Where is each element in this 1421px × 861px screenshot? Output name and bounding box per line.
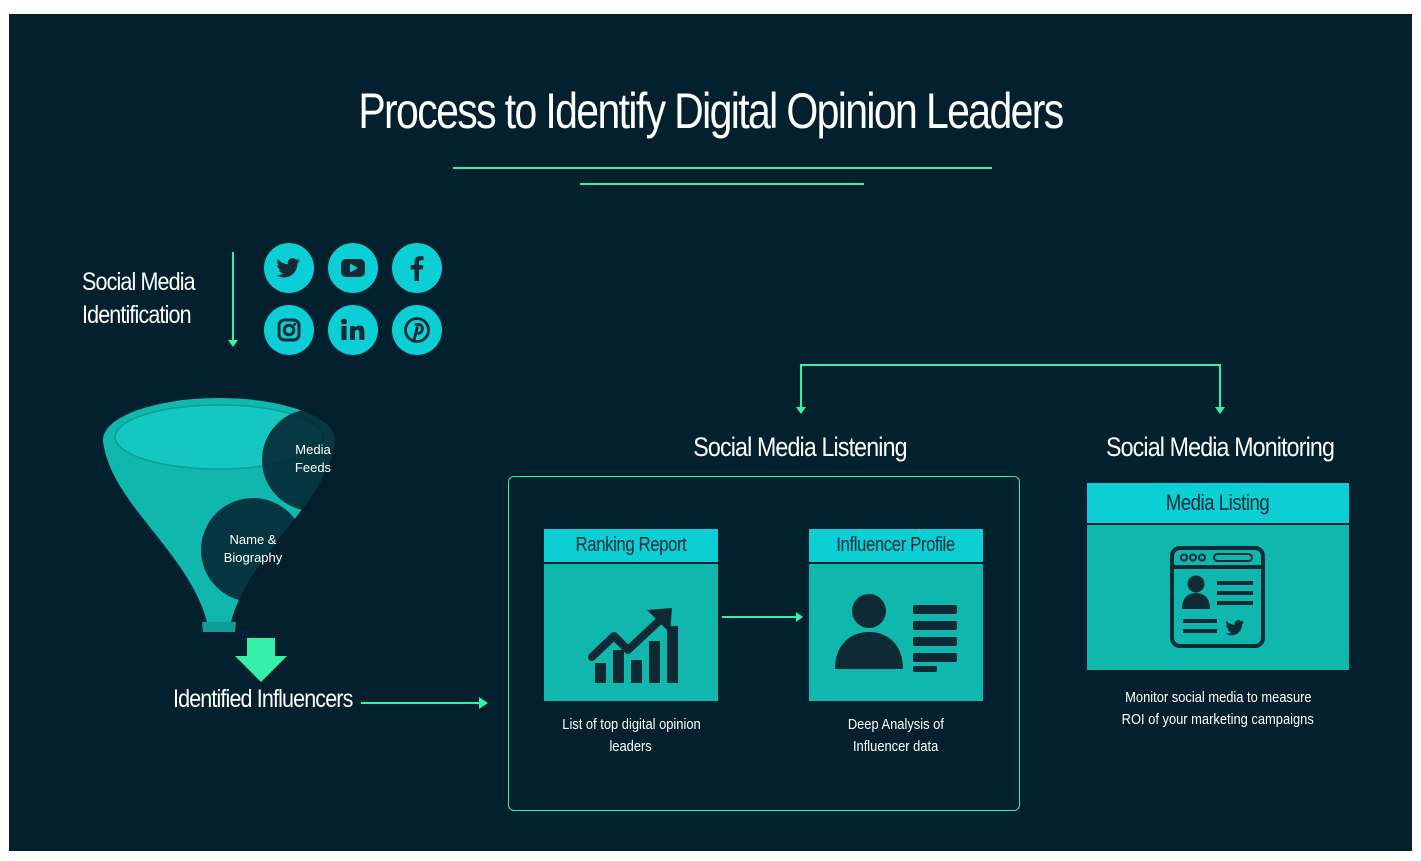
media-feeds-label: Media Feeds [294, 442, 332, 475]
name-biography-bubble [201, 498, 305, 602]
identification-divider [232, 252, 234, 344]
browser-profile-icon [1170, 546, 1265, 648]
media-listing-caption: Monitor social media to measure ROI of y… [1121, 689, 1315, 728]
ranking-report-header: Ranking Report [544, 529, 718, 562]
listening-title: Social Media Listening [693, 432, 907, 462]
youtube-icon[interactable] [328, 243, 378, 293]
media-listing-header: Media Listing [1087, 483, 1349, 523]
twitter-icon[interactable] [264, 243, 314, 293]
monitoring-arrowhead [1215, 407, 1225, 414]
media-listing-divider [1087, 523, 1349, 525]
identification-label: Social Media Identification [82, 268, 196, 329]
ranking-report-caption: List of top digital opinion leaders [561, 716, 701, 755]
influencer-profile-caption: Deep Analysis of Influencer data [847, 716, 945, 755]
bracket-top-line [800, 364, 1220, 366]
pinterest-icon[interactable] [392, 305, 442, 355]
media-listing-card[interactable] [1087, 525, 1349, 670]
page-title: Process to Identify Digital Opinion Lead… [358, 83, 1064, 139]
title-underline-short [580, 183, 864, 185]
influencers-connector [361, 702, 483, 704]
cards-arrowhead [796, 612, 803, 622]
identification-arrowhead [228, 340, 238, 347]
listening-frame [508, 476, 1020, 811]
slide: Process to Identify Digital Opinion Lead… [9, 14, 1412, 851]
title-underline-long [453, 167, 992, 169]
linkedin-icon[interactable] [328, 305, 378, 355]
influencers-arrowhead [479, 697, 488, 709]
influencer-profile-header: Influencer Profile [809, 529, 983, 562]
name-biography-label: Name & Biography [223, 532, 283, 565]
identified-influencers-label: Identified Influencers [173, 685, 353, 713]
instagram-icon[interactable] [264, 305, 314, 355]
bracket-left-line [800, 364, 802, 408]
listening-arrowhead [796, 407, 806, 414]
growth-chart-icon [588, 608, 678, 683]
media-feeds-bubble [262, 409, 364, 511]
ranking-divider [544, 562, 718, 564]
cards-connector [722, 616, 800, 618]
user-profile-icon [835, 594, 957, 672]
funnel-down-arrow [235, 638, 287, 682]
influencer-profile-card[interactable] [809, 564, 983, 701]
ranking-report-card[interactable] [544, 564, 718, 701]
facebook-icon[interactable] [392, 243, 442, 293]
bracket-right-line [1219, 364, 1221, 408]
profile-divider [809, 562, 983, 564]
monitoring-title: Social Media Monitoring [1105, 432, 1335, 462]
